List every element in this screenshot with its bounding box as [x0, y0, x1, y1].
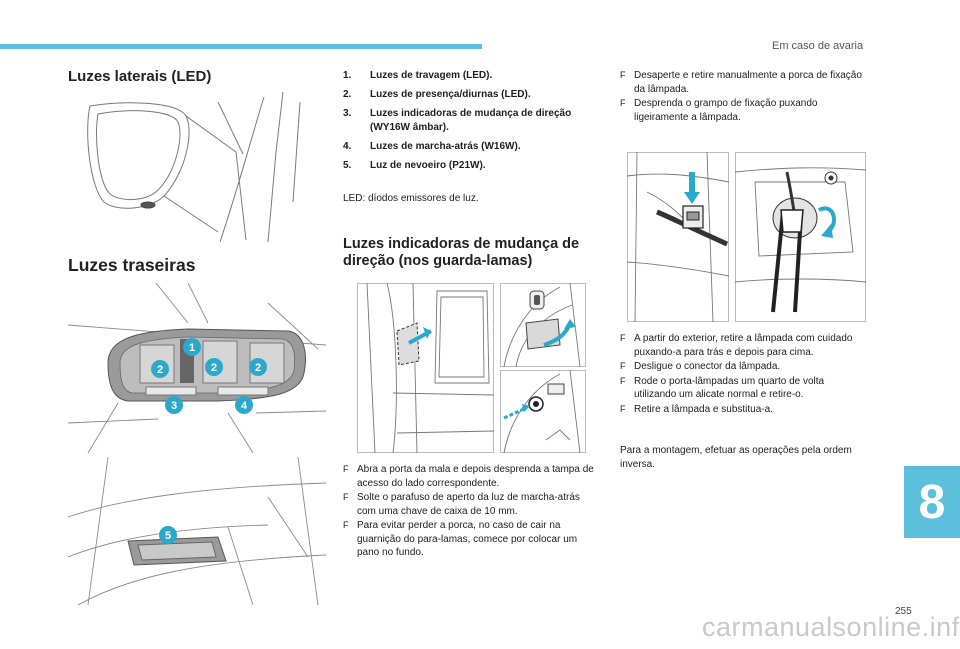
bulb-holder-figure: [735, 152, 866, 322]
step-text: Abra a porta da mala e depois desprenda …: [357, 464, 594, 489]
item-number: 1.: [343, 70, 352, 81]
side-mirror-figure: [68, 92, 326, 247]
callout-marker: [205, 358, 223, 376]
bullet-marker: F: [620, 98, 626, 108]
page-number: 255: [895, 606, 912, 617]
step-text: A partir do exterior, retire a lâmpada c…: [634, 333, 853, 358]
led-note: LED: díodos emissores de luz.: [343, 193, 479, 204]
fog-light-figure: 5: [68, 457, 326, 605]
step-text: Retire a lâmpada e substitua-a.: [634, 403, 773, 415]
bullet-marker: F: [620, 403, 626, 414]
indicator-steps: F Abra a porta da mala e depois desprenda…: [343, 463, 601, 561]
step-text: Solte o parafuso de aperto da luz de mar…: [357, 492, 580, 517]
header-accent-bar: [0, 44, 482, 49]
list-item: 1. Luzes de travagem (LED).: [343, 69, 583, 83]
list-item: 3. Luzes indicadoras de mudança de direçã…: [343, 107, 583, 135]
side-lights-heading: Luzes laterais (LED): [68, 68, 212, 85]
callout-label: 2: [211, 362, 217, 374]
callout-marker: [159, 526, 177, 544]
bullet-marker: F: [343, 492, 349, 502]
chapter-tab: 8: [904, 466, 960, 538]
callout-label: 2: [255, 362, 261, 374]
item-text: Luzes de marcha-atrás (W16W).: [370, 141, 521, 152]
bullet-marker: F: [620, 375, 626, 386]
item-number: 4.: [343, 141, 352, 152]
lamp-list: 1. Luzes de travagem (LED). 2. Luzes de pr…: [343, 69, 583, 178]
step-text: Rode o porta-lâmpadas um quarto de volta…: [634, 375, 825, 401]
fender-cover-figure: [500, 283, 586, 367]
list-item: 2. Luzes de presença/diurnas (LED).: [343, 88, 583, 102]
step-text: Desligue o conector da lâmpada.: [634, 361, 781, 372]
trunk-panel-figure: [357, 283, 494, 453]
watermark: carmanualsonline.info: [702, 612, 960, 642]
connector-figure: [627, 152, 729, 322]
list-item: F A partir do exterior, retire a lâmpada …: [620, 332, 864, 359]
callout-marker: [249, 358, 267, 376]
callout-label: 3: [171, 400, 177, 412]
list-item: F Solte o parafuso de aperto da luz de ma…: [343, 491, 601, 518]
bullet-marker: F: [343, 520, 349, 530]
step-text: Desprenda o grampo de fixação puxando li…: [634, 98, 818, 123]
callout-group: 1 2 2 2 3 4: [151, 338, 267, 414]
item-text: Luzes indicadoras de mudança de direção …: [370, 108, 572, 133]
bullet-marker: F: [620, 361, 626, 371]
closing-note: Para a montagem, efetuar as operações pe…: [620, 445, 852, 470]
callout-marker: [151, 360, 169, 378]
callout-label: 5: [165, 530, 171, 542]
list-item: F Rode o porta-lâmpadas um quarto de volt…: [620, 375, 864, 402]
list-item: F Retire a lâmpada e substitua-a.: [620, 403, 864, 417]
rear-lights-heading: Luzes traseiras: [68, 255, 196, 275]
list-item: F Abra a porta da mala e depois desprenda…: [343, 463, 601, 490]
list-item: F Desaperte e retire manualmente a porca …: [620, 69, 864, 96]
callout-label: 1: [189, 342, 195, 354]
list-item: F Para evitar perder a porca, no caso de …: [343, 519, 601, 560]
callout-marker: [165, 396, 183, 414]
list-item: 4. Luzes de marcha-atrás (W16W).: [343, 140, 583, 154]
item-number: 5.: [343, 160, 352, 171]
reverse-lamp-figure: [500, 370, 586, 453]
rear-lights-figure: 1 2 2 2 3 4: [68, 283, 326, 453]
list-item: F Desprenda o grampo de fixação puxando l…: [620, 97, 864, 124]
removal-steps-bottom: F A partir do exterior, retire a lâmpada …: [620, 332, 864, 417]
item-number: 2.: [343, 89, 352, 100]
list-item: 5. Luz de nevoeiro (P21W).: [343, 159, 583, 173]
callout-label: 2: [157, 364, 163, 376]
item-text: Luz de nevoeiro (P21W).: [370, 160, 486, 171]
bullet-marker: F: [620, 70, 626, 80]
step-text: Para evitar perder a porca, no caso de c…: [357, 520, 578, 558]
callout-label: 4: [241, 400, 248, 412]
section-title: Em caso de avaria: [772, 40, 864, 52]
callout-marker: [235, 396, 253, 414]
bullet-marker: F: [620, 333, 626, 343]
item-text: Luzes de travagem (LED).: [370, 70, 493, 81]
step-text: Desaperte e retire manualmente a porca d…: [634, 70, 862, 95]
item-number: 3.: [343, 108, 352, 119]
bullet-marker: F: [343, 464, 349, 474]
list-item: F Desligue o conector da lâmpada.: [620, 360, 864, 374]
item-text: Luzes de presença/diurnas (LED).: [370, 89, 531, 100]
removal-steps-top: F Desaperte e retire manualmente a porca …: [620, 69, 864, 125]
callout-marker: [183, 338, 201, 356]
indicators-heading: Luzes indicadoras de mudança de direção …: [343, 236, 580, 269]
